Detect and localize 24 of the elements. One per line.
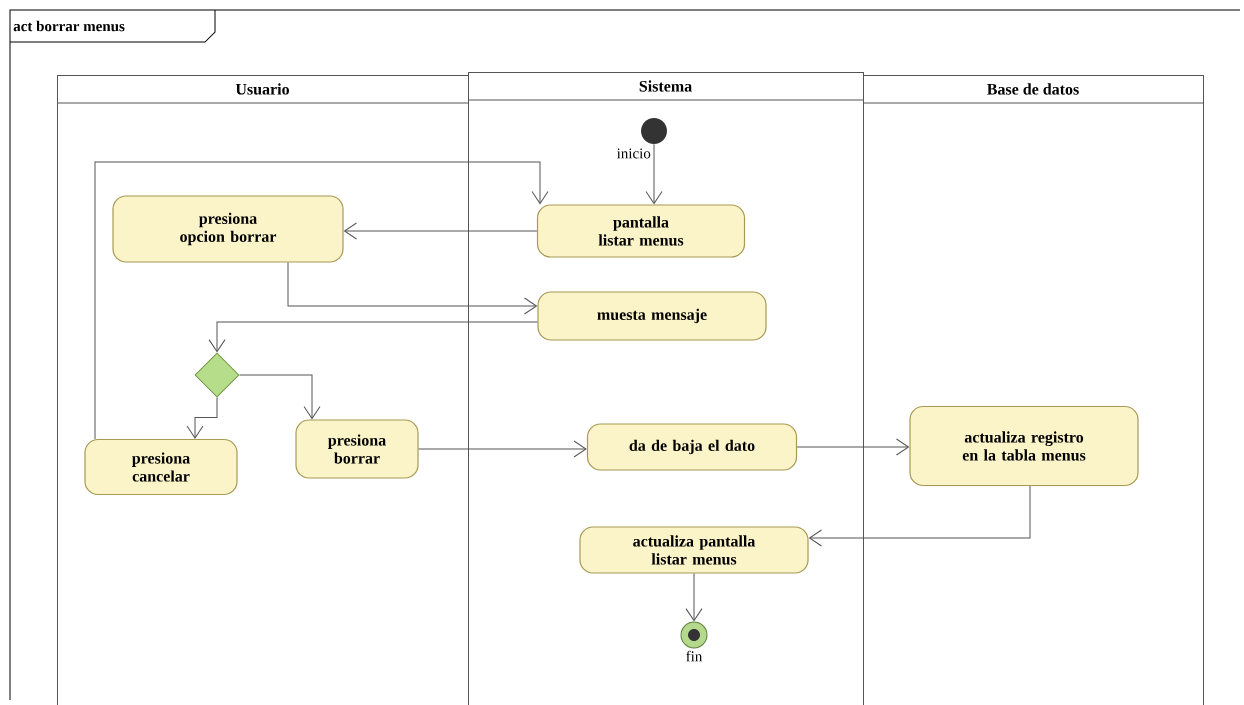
arrow (685, 573, 703, 622)
decision-diamond (194, 352, 240, 398)
arrow (344, 222, 538, 240)
arrow (186, 397, 218, 439)
arrow (645, 143, 663, 204)
action-box: actualiza pantalla listar menus (579, 526, 809, 574)
node-caption: inicio (616, 148, 651, 159)
arrow (94, 161, 549, 440)
action-box: presiona cancelar (84, 438, 238, 496)
action-box: da de baja el dato (586, 423, 798, 471)
action-box: actualiza registro en la tabla menus (909, 405, 1139, 487)
initial-node (641, 118, 667, 144)
arrow (418, 440, 587, 458)
node-caption: fin (686, 650, 703, 662)
arrow (239, 374, 321, 419)
arrow (809, 485, 1031, 547)
arrow (287, 262, 537, 315)
arrow (796, 438, 909, 456)
action-box: muesta mensaje (537, 291, 767, 341)
action-box: presiona opcion borrar (112, 195, 344, 263)
final-node (680, 621, 708, 649)
action-box: pantalla listar menus (536, 204, 746, 258)
action-box: presiona borrar (295, 419, 419, 479)
arrow (208, 321, 538, 353)
